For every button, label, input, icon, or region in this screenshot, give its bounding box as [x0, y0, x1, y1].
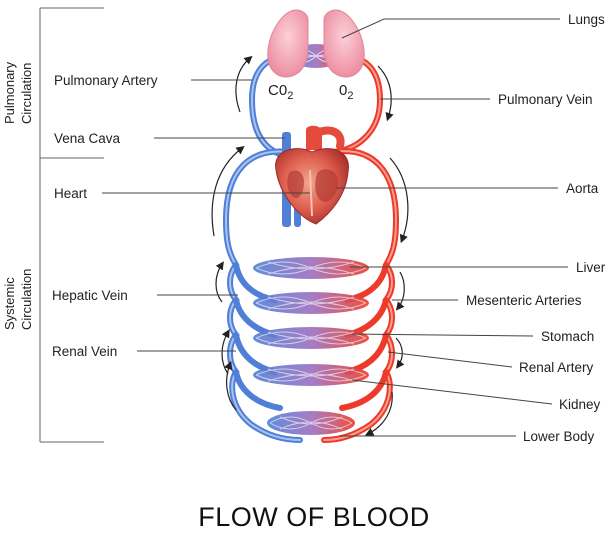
lower-body-label: Lower Body — [523, 429, 595, 444]
vena-cava-label: Vena Cava — [54, 131, 121, 146]
heart-illustration — [275, 125, 349, 227]
flow-arrows — [211, 55, 409, 436]
hepatic-vein-label: Hepatic Vein — [52, 288, 128, 303]
systemic-circulation-label-line2: Circulation — [19, 269, 34, 330]
diagram-title: FLOW OF BLOOD — [198, 502, 430, 532]
mesenteric-arteries-label: Mesenteric Arteries — [466, 293, 582, 308]
aorta-vessel — [321, 148, 400, 443]
aorta-label: Aorta — [566, 181, 599, 196]
systemic-circulation-label-line1: Systemic — [2, 277, 17, 330]
stomach-label: Stomach — [541, 329, 594, 344]
stomach-leader — [351, 333, 534, 337]
kidney-leader — [351, 379, 553, 405]
capillary-kidney — [253, 327, 369, 349]
pulmonary-artery-label: Pulmonary Artery — [54, 73, 158, 88]
renal-vein-label: Renal Vein — [52, 344, 117, 359]
lungs-illustration — [267, 9, 365, 78]
capillary-liver — [253, 257, 369, 279]
co2-label: C02 — [268, 82, 293, 102]
renal-artery-leader — [387, 351, 513, 368]
lungs-leader-a — [341, 18, 385, 39]
capillary-renal — [253, 364, 369, 386]
vena-cava-vessel — [222, 148, 303, 443]
heart-label: Heart — [54, 186, 87, 201]
pulmonary-circulation-label-line1: Pulmonary — [2, 61, 17, 124]
section-brackets — [39, 7, 104, 443]
renal-artery-label: Renal Artery — [519, 360, 594, 375]
capillary-stomach — [253, 292, 369, 314]
capillary-lower-body — [267, 411, 355, 435]
liver-label: Liver — [576, 260, 606, 275]
kidney-label: Kidney — [559, 397, 601, 412]
o2-label: 02 — [339, 82, 353, 102]
pulmonary-circulation-label-line2: Circulation — [19, 63, 34, 124]
pulmonary-vein-label: Pulmonary Vein — [498, 92, 593, 107]
lungs-label: Lungs — [568, 12, 605, 27]
